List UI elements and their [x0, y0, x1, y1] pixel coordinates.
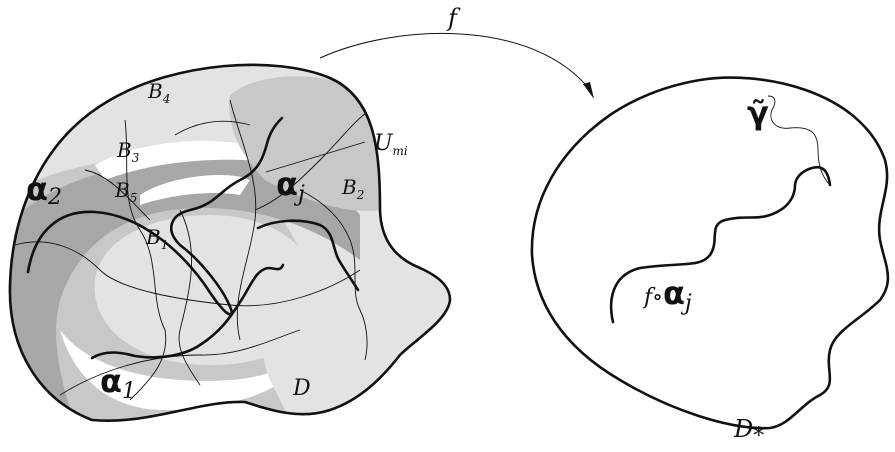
- label-alpha-j: αj: [276, 165, 305, 207]
- u-pointer-line: [265, 141, 366, 173]
- label-d: D: [292, 376, 311, 401]
- label-b1: B1: [145, 225, 168, 252]
- region-dark-band: [9, 157, 360, 421]
- region-fills: [9, 64, 450, 421]
- curve-alpha-1: [90, 263, 285, 360]
- label-b4: B4: [147, 79, 170, 106]
- label-u-mi: Umi: [374, 131, 408, 158]
- gamma-curve: [767, 95, 831, 186]
- curve-alpha-2: [26, 116, 284, 316]
- label-alpha-2: α2: [26, 170, 62, 210]
- region-white-mid: [140, 175, 250, 205]
- region-labels: B4 B3 B5 B1 B2 Umi D: [114, 79, 408, 401]
- label-f-alpha-j: f∘αj: [642, 274, 692, 316]
- alpha-curves: [26, 116, 360, 360]
- curve-alpha-j: [256, 219, 360, 292]
- map-label: f: [446, 4, 461, 32]
- label-alpha-1: α1: [100, 362, 136, 404]
- region-b2: [229, 76, 382, 211]
- label-gamma-tilde: γ̃: [747, 94, 769, 132]
- alpha-labels: α2 αj α1: [26, 165, 305, 404]
- label-b5: B5: [114, 178, 137, 205]
- region-white-lower: [60, 330, 300, 410]
- left-domain: B4 B3 B5 B1 B2 Umi D α2 αj α1: [8, 63, 452, 422]
- domain-d-star-boundary: [530, 76, 890, 430]
- label-b3: B3: [116, 138, 140, 165]
- right-domain: γ̃ f∘αj D*: [530, 76, 890, 449]
- curve-f-alpha-j: [609, 165, 832, 324]
- label-d-star: D*: [733, 415, 764, 449]
- map-arrow: [319, 32, 594, 99]
- domain-d-boundary: [8, 63, 452, 422]
- region-borders: [14, 99, 371, 401]
- label-b2: B2: [341, 175, 364, 202]
